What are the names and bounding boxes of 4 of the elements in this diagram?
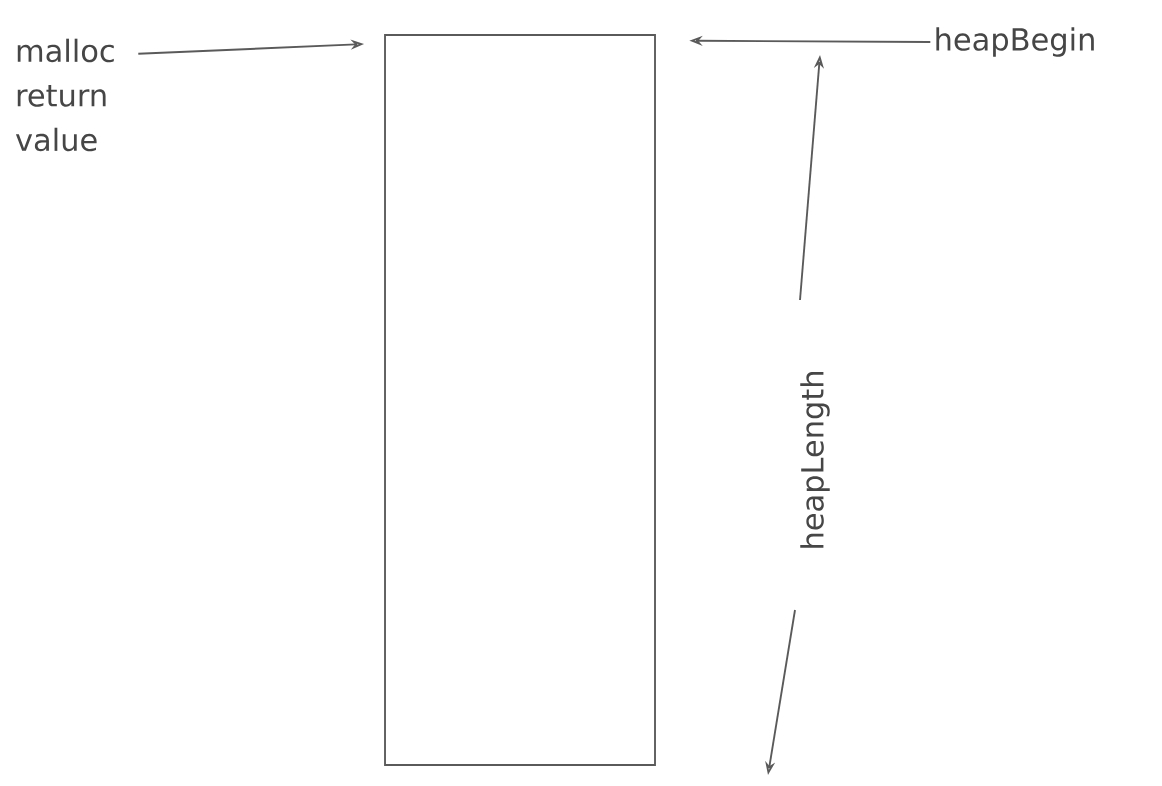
dimension-label: heapLength — [800, 372, 830, 548]
memory-block — [384, 34, 656, 766]
text-label: heapBegin — [936, 27, 1094, 57]
text-label: malloc return value — [15, 38, 114, 152]
